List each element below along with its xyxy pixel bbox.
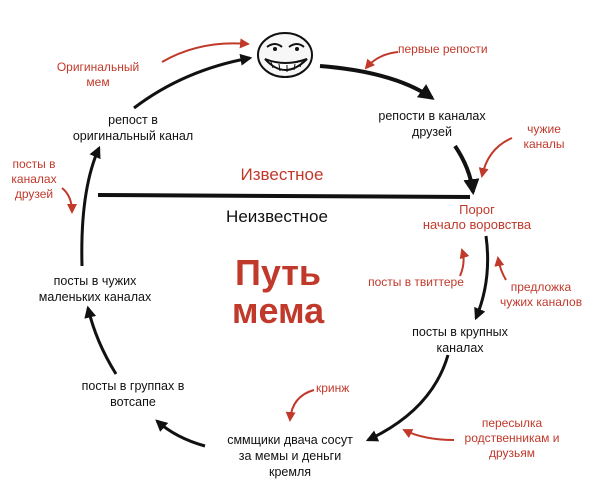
annotation-foreign-channels-line1: чужие — [527, 122, 561, 136]
node-repost-original-line2: оригинальный канал — [72, 129, 194, 143]
node-threshold-line1: Порог — [459, 202, 495, 217]
arrow-original-meme — [161, 38, 250, 63]
arc-threshold-to-big — [474, 235, 490, 321]
node-small-channels: посты в чужих маленьких каналах — [20, 273, 170, 305]
node-smm-line1: сммщики двача сосут — [227, 433, 353, 447]
annotation-forwarding: пересылка родственникам и друзьям — [452, 416, 572, 461]
annotation-original-meme-line1: Оригинальный — [56, 60, 140, 74]
known-unknown-divider — [97, 193, 471, 199]
node-smm-line2: за мемы и деньги — [238, 449, 342, 463]
annotation-suggest-line1: предложка — [510, 280, 572, 294]
annotation-cringe: кринж — [316, 381, 350, 395]
annotation-original-meme: Оригинальный мем — [38, 60, 158, 90]
annotation-foreign-channels-line2: каналы — [523, 137, 565, 151]
annotation-forwarding-line3: друзьям — [488, 446, 536, 460]
arrow-posts-friends — [61, 187, 77, 214]
diagram-title-line1: Путь — [234, 252, 322, 293]
node-smm-line3: кремля — [268, 465, 312, 479]
arc-smm-to-whatsapp — [155, 419, 206, 448]
arc-repost-to-meme — [133, 53, 253, 110]
node-whatsapp-line2: вотсапе — [110, 395, 156, 409]
arrow-forwarding — [402, 429, 455, 441]
node-small-channels-line2: маленьких каналах — [38, 290, 152, 304]
node-big-channels-line2: каналах — [436, 341, 484, 355]
arc-big-to-smm — [365, 354, 450, 442]
arrow-twitter — [459, 248, 470, 277]
node-repost-original: репост в оригинальный канал — [48, 112, 218, 144]
annotation-original-meme-line2: мем — [86, 75, 110, 89]
annotation-first-reposts: первые репости — [398, 42, 488, 56]
node-friends-channels-line1: репости в каналах — [378, 109, 486, 123]
arc-friends-to-threshold — [453, 144, 480, 196]
node-repost-original-line1: репост в — [108, 113, 158, 127]
annotation-posts-friends-line1: посты в — [12, 157, 56, 171]
annotation-posts-friends-line2: каналах — [11, 172, 57, 186]
annotation-suggest: предложка чужих каналов — [486, 280, 596, 310]
annotation-forwarding-line1: пересылка — [481, 416, 543, 430]
arc-meme-to-friends — [319, 64, 435, 100]
diagram-title: Путь мема — [198, 254, 358, 330]
arc-small-to-repost — [80, 145, 101, 267]
node-friends-channels-line2: друзей — [412, 125, 452, 139]
unknown-label: Неизвестное — [226, 207, 328, 226]
arrow-foreign-channels — [478, 137, 513, 178]
annotation-foreign-channels: чужие каналы — [504, 122, 584, 152]
node-threshold: Порог начало воровства — [412, 202, 542, 232]
node-smm: сммщики двача сосут за мемы и деньги кре… — [200, 432, 380, 480]
node-friends-channels: репости в каналах друзей — [362, 108, 502, 140]
node-big-channels-line1: посты в крупных — [412, 325, 508, 339]
node-threshold-line2: начало воровства — [422, 217, 532, 232]
annotation-twitter: посты в твиттере — [368, 275, 464, 289]
arc-whatsapp-to-small — [84, 305, 118, 375]
known-label: Известное — [240, 165, 324, 184]
diagram-title-line2: мема — [231, 290, 325, 331]
node-whatsapp: посты в группах в вотсапе — [58, 378, 208, 410]
annotation-forwarding-line2: родственникам и — [464, 431, 560, 445]
arrow-first-reposts — [364, 51, 399, 70]
annotation-suggest-line2: чужих каналов — [499, 295, 583, 309]
troll-face-icon — [257, 32, 313, 78]
arrow-cringe — [285, 389, 315, 422]
node-big-channels: посты в крупных каналах — [400, 324, 520, 356]
node-small-channels-line1: посты в чужих — [53, 274, 137, 288]
node-whatsapp-line1: посты в группах в — [81, 379, 185, 393]
arrow-suggest — [494, 256, 507, 281]
annotation-posts-friends-line3: друзей — [14, 187, 54, 201]
annotation-posts-friends: посты в каналах друзей — [2, 157, 66, 202]
